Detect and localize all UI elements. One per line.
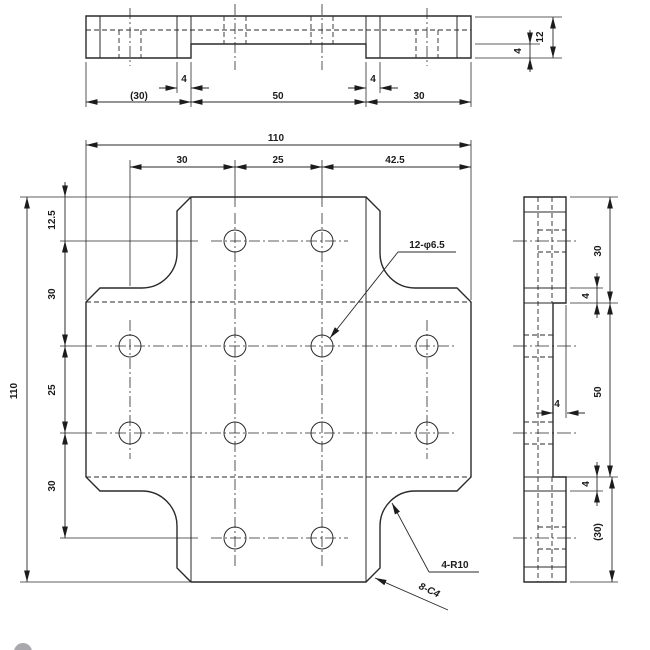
dim-main-row-2: 25 — [47, 384, 58, 396]
dim-side-step-bottom: 4 — [581, 481, 592, 487]
top-view-outline — [85, 15, 472, 59]
top-view-centerlines — [129, 4, 428, 70]
main-view: 110 30 25 42.5 110 12.5 30 25 30 12-φ6.5… — [9, 133, 479, 611]
side-view-dimension-lines — [536, 197, 615, 582]
leader-lines — [329, 251, 479, 611]
side-view: 30 4 50 4 (30) 4 — [513, 196, 618, 583]
main-view-dimension-lines — [24, 142, 471, 582]
main-view-centerlines — [96, 213, 455, 566]
top-view-extension-lines — [85, 16, 562, 107]
top-view: 4 12 4 4 (30) 50 30 — [85, 4, 562, 107]
top-view-dimension-lines — [86, 17, 556, 105]
side-view-inner-edges — [524, 211, 566, 568]
dim-top-step-right: 4 — [370, 74, 376, 85]
dim-top-width-center: 50 — [272, 91, 284, 102]
dim-side-height-center: 50 — [593, 386, 604, 398]
top-view-hidden-lines — [86, 16, 471, 58]
dim-main-col-2: 25 — [272, 155, 284, 166]
main-view-channel-edges — [190, 197, 367, 582]
label-fillet-spec: 4-R10 — [441, 560, 469, 571]
dim-side-step-top: 4 — [581, 293, 592, 299]
dim-side-recess-depth: 4 — [554, 399, 560, 410]
side-view-outline — [523, 196, 567, 583]
dim-main-col-1: 30 — [176, 155, 188, 166]
top-view-inner-edges — [99, 16, 458, 58]
dim-main-total-height: 110 — [9, 382, 20, 399]
dim-side-height-top: 30 — [593, 245, 604, 257]
pagination-dot — [14, 643, 32, 650]
dim-top-thickness: 12 — [535, 31, 546, 43]
main-view-hidden-lines — [86, 301, 471, 478]
main-view-extension-lines — [20, 140, 472, 583]
dim-top-step-left: 4 — [181, 74, 187, 85]
dim-side-height-bottom: (30) — [593, 523, 604, 541]
dim-main-col-3: 42.5 — [385, 155, 405, 166]
hole-circles — [118, 229, 439, 550]
dim-main-row-0: 12.5 — [47, 210, 58, 230]
side-view-hidden-lines — [524, 197, 566, 582]
dim-top-width-right: 30 — [413, 91, 425, 102]
dim-main-total-width: 110 — [268, 133, 285, 144]
main-view-outline — [85, 196, 472, 583]
dim-top-step-depth: 4 — [513, 48, 524, 54]
label-hole-spec: 12-φ6.5 — [409, 240, 445, 251]
dim-main-row-1: 30 — [47, 288, 58, 300]
dim-main-row-3: 30 — [47, 480, 58, 492]
dim-top-width-left: (30) — [130, 91, 148, 102]
side-view-extension-lines — [557, 196, 618, 583]
side-view-centerlines — [513, 240, 577, 539]
